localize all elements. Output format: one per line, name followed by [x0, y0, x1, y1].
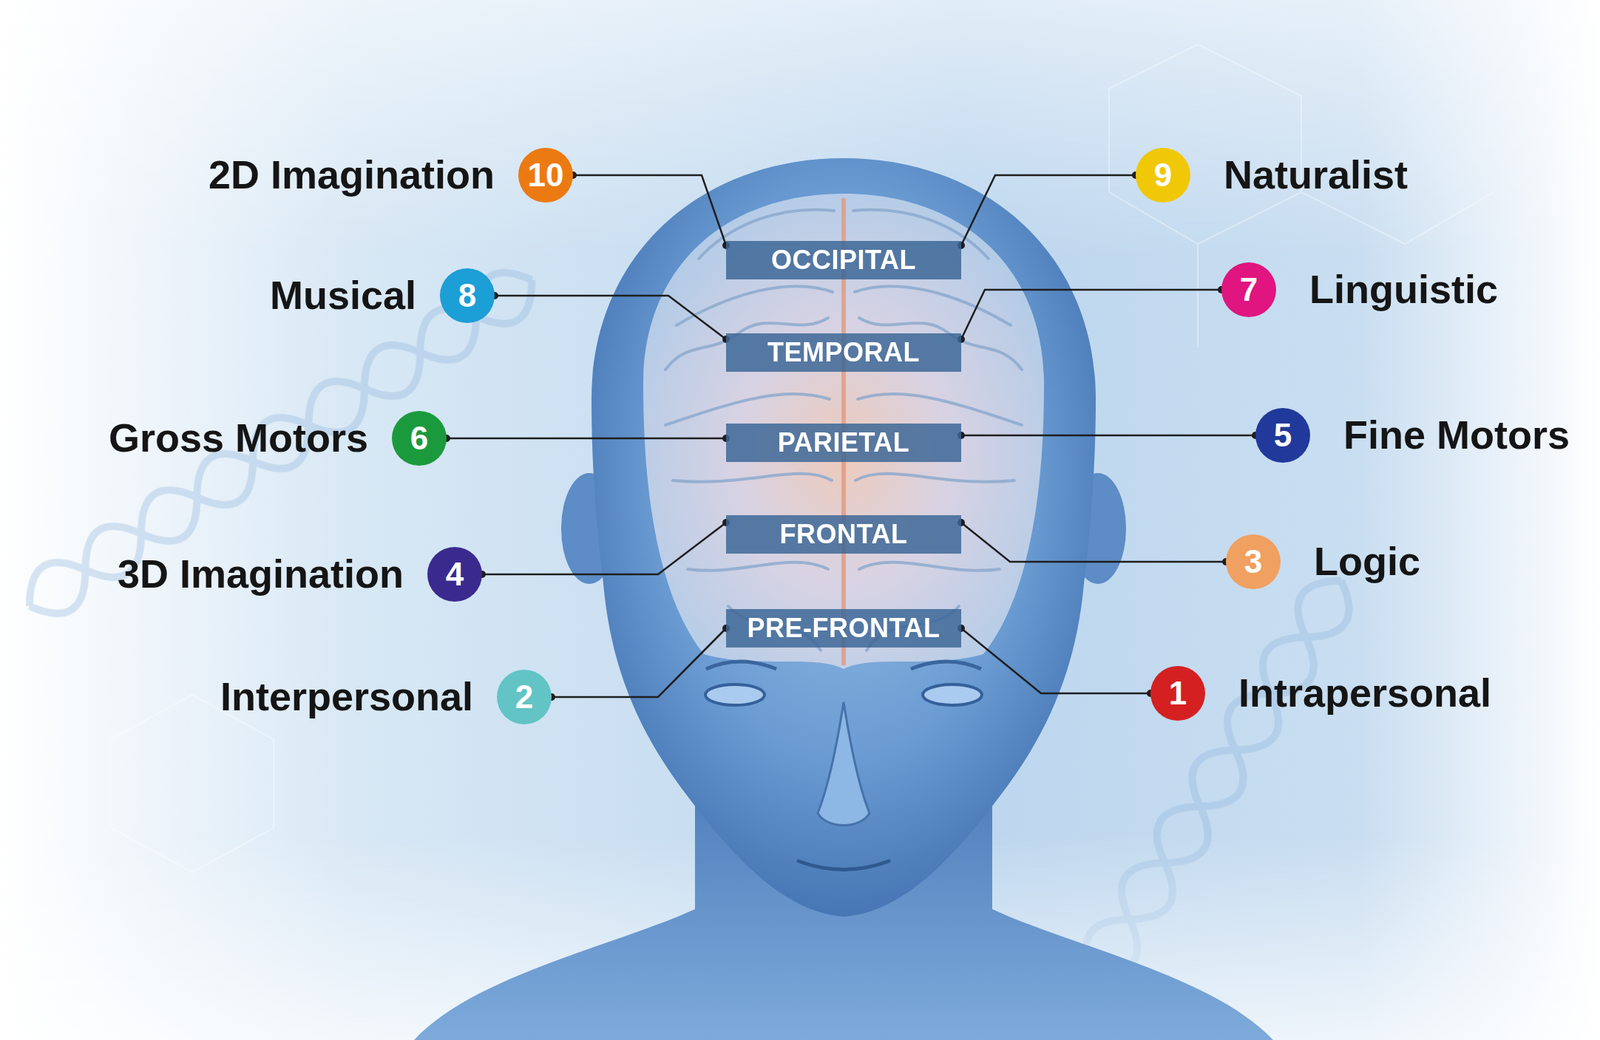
- callout-number: 7: [1239, 273, 1258, 307]
- nose: [817, 702, 870, 826]
- callout-circle: 5Fine Motors: [1255, 408, 1311, 463]
- callout-circle: 2Interpersonal: [496, 669, 552, 725]
- leader-line: [573, 175, 727, 246]
- callout-circle: 8Musical: [439, 268, 495, 324]
- intelligence-label: Logic: [1313, 539, 1421, 584]
- callout-circle: 3Logic: [1225, 534, 1281, 590]
- gyrus: [855, 473, 1015, 483]
- intelligence-label: Intrapersonal: [1238, 671, 1492, 715]
- callout-number: 6: [410, 422, 429, 455]
- intelligence-label: Gross Motors: [108, 416, 369, 460]
- lobe-name: PRE-FRONTAL: [747, 612, 941, 644]
- brain: [643, 193, 1044, 670]
- callout-number: 1: [1168, 677, 1187, 710]
- callout-number: 5: [1273, 419, 1292, 452]
- eye: [705, 684, 765, 706]
- gyrus: [854, 286, 1011, 326]
- leader-line: [961, 628, 1151, 694]
- callout-number: 2: [515, 680, 534, 714]
- callout-circle: 9Naturalist: [1135, 147, 1191, 203]
- callout-number: 3: [1244, 545, 1263, 579]
- eye: [922, 684, 982, 706]
- lobe-band: PARIETAL: [726, 423, 962, 463]
- intelligence-label: Musical: [269, 273, 417, 318]
- callout-circle: 6Gross Motors: [391, 411, 447, 466]
- gyrus: [687, 562, 829, 571]
- leader-line: [961, 522, 1226, 562]
- leader-line: [961, 434, 1256, 437]
- leader-line: [961, 289, 1222, 340]
- intelligence-label: Linguistic: [1309, 267, 1498, 312]
- lobe-name: FRONTAL: [780, 519, 908, 551]
- lobe-band: FRONTAL: [726, 515, 962, 554]
- leader-line: [961, 175, 1136, 246]
- mouth: [798, 861, 889, 871]
- intelligence-label: Interpersonal: [220, 675, 474, 719]
- lobe-band: PRE-FRONTAL: [726, 609, 962, 648]
- leader-line: [494, 295, 727, 340]
- intelligence-label: 2D Imagination: [208, 153, 495, 197]
- intelligence-label: Naturalist: [1223, 153, 1408, 197]
- callout-number: 8: [458, 279, 477, 313]
- callout-number: 4: [445, 558, 464, 591]
- callout-number: 9: [1154, 158, 1172, 192]
- head: [591, 158, 1096, 917]
- gyrus: [859, 562, 1000, 571]
- callout-number: 10: [527, 158, 565, 192]
- gyrus: [672, 473, 832, 483]
- lobe-name: PARIETAL: [777, 427, 911, 459]
- lobe-name: TEMPORAL: [767, 337, 920, 369]
- gyrus: [857, 394, 1022, 426]
- lobe-band: OCCIPITAL: [726, 241, 962, 280]
- lobe-name: OCCIPITAL: [771, 244, 917, 276]
- eyebrow: [910, 661, 982, 670]
- callout-circle: 1Intrapersonal: [1150, 666, 1206, 721]
- callout-circle: 43D Imagination: [427, 547, 483, 602]
- leader-line: [482, 522, 727, 575]
- lobe-band: TEMPORAL: [726, 333, 962, 372]
- eyebrow: [706, 661, 777, 670]
- leader-line: [446, 437, 727, 440]
- callout-circle: 7Linguistic: [1221, 262, 1277, 318]
- callout-circle: 102D Imagination: [518, 147, 574, 203]
- leader-line: [551, 628, 727, 698]
- gyrus: [665, 394, 830, 426]
- intelligence-label: Fine Motors: [1343, 413, 1570, 457]
- intelligence-label: 3D Imagination: [117, 552, 404, 596]
